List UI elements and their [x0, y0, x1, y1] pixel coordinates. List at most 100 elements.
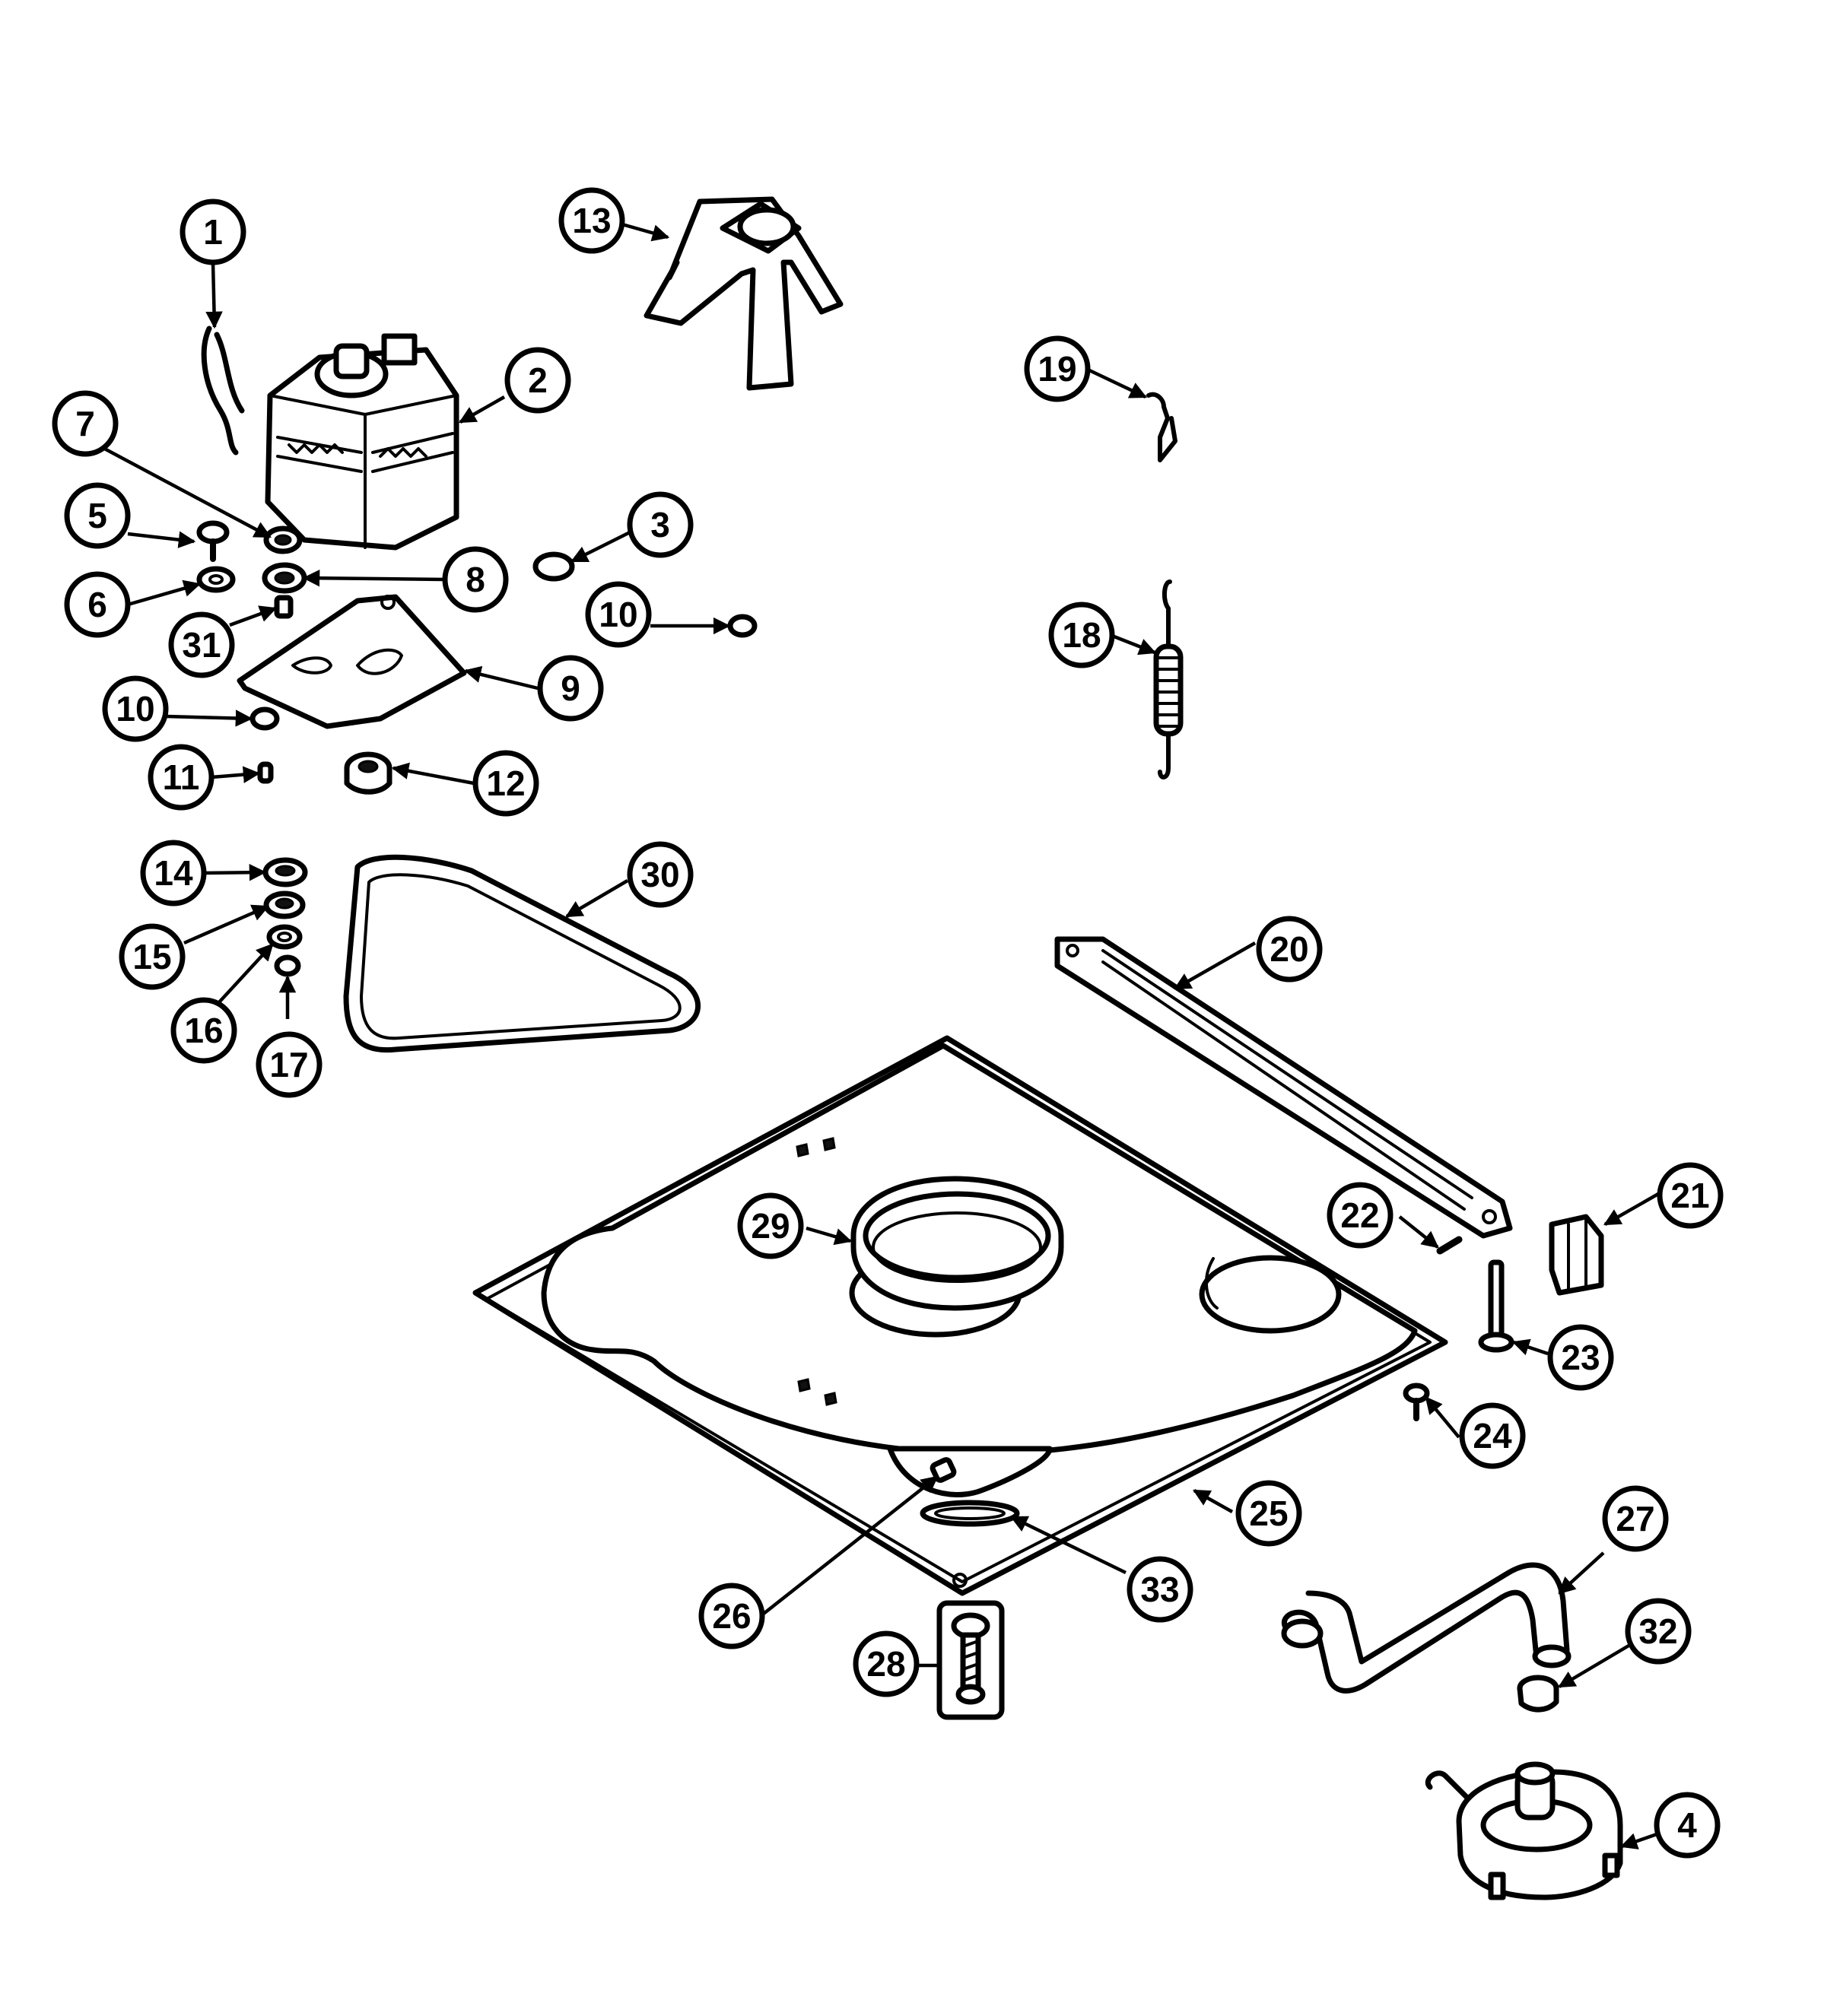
part-31-sleeve: [274, 595, 294, 619]
callout-8: 8: [442, 546, 509, 613]
svg-text:31: 31: [182, 625, 221, 665]
callout-26: 26: [698, 1583, 765, 1649]
svg-text:6: 6: [87, 585, 107, 624]
svg-text:14: 14: [154, 853, 193, 893]
svg-text:26: 26: [712, 1596, 751, 1636]
svg-text:11: 11: [163, 757, 200, 797]
part-28-screw-box: [936, 1600, 1005, 1720]
part-15-washer: [263, 891, 306, 919]
part-6-washer: [196, 566, 236, 593]
part-2-motor: [265, 333, 459, 551]
svg-text:19: 19: [1038, 349, 1076, 389]
callout-4: 4: [1654, 1792, 1721, 1859]
part-20-strap: [1054, 936, 1513, 1239]
part-5-screw: [196, 520, 230, 562]
callout-29: 29: [737, 1192, 804, 1259]
callout-23: 23: [1547, 1324, 1614, 1391]
svg-text:29: 29: [751, 1206, 790, 1246]
callout-6: 6: [64, 571, 131, 638]
callout-11: 11: [148, 744, 215, 811]
callout-14: 14: [140, 840, 207, 906]
callout-7: 7: [52, 390, 119, 457]
svg-text:9: 9: [561, 668, 580, 708]
part-21-bracket: [1549, 1214, 1604, 1296]
svg-text:32: 32: [1638, 1611, 1677, 1651]
svg-text:12: 12: [486, 764, 525, 803]
callout-17: 17: [256, 1031, 323, 1098]
part-27-hose: [1281, 1562, 1572, 1694]
callout-19: 19: [1024, 335, 1091, 402]
svg-text:25: 25: [1249, 1494, 1288, 1533]
callout-10-left: 10: [102, 675, 169, 742]
part-14-washer: [262, 857, 308, 887]
svg-text:13: 13: [572, 201, 611, 240]
part-9-mounting-plate: [237, 594, 467, 729]
part-8-grommet: [262, 562, 307, 594]
svg-text:2: 2: [528, 360, 548, 400]
callout-9: 9: [537, 655, 604, 722]
svg-text:10: 10: [599, 595, 637, 634]
callout-33: 33: [1127, 1556, 1193, 1623]
part-29-ring: [850, 1176, 1064, 1311]
svg-text:22: 22: [1340, 1195, 1379, 1235]
callout-22: 22: [1327, 1182, 1394, 1249]
callout-32: 32: [1625, 1598, 1692, 1665]
callout-16: 16: [170, 997, 237, 1064]
svg-text:27: 27: [1616, 1499, 1654, 1538]
part-11-pin: [257, 761, 274, 784]
part-16-washer: [266, 924, 303, 950]
callout-18: 18: [1048, 602, 1115, 668]
svg-text:18: 18: [1062, 615, 1101, 655]
part-1-wire-clip: [201, 325, 245, 456]
part-7-bushing: [263, 525, 303, 554]
callout-21: 21: [1657, 1162, 1724, 1229]
callout-13: 13: [558, 187, 625, 254]
svg-text:1: 1: [203, 212, 223, 252]
svg-text:16: 16: [184, 1011, 223, 1050]
part-10-nut-right: [727, 614, 758, 638]
callout-3: 3: [627, 491, 694, 558]
callout-2: 2: [504, 347, 571, 414]
callout-1: 1: [180, 198, 246, 265]
svg-text:17: 17: [269, 1045, 308, 1084]
part-19-hook: [1146, 392, 1177, 462]
part-17-nut: [274, 954, 301, 977]
svg-text:10: 10: [116, 689, 154, 729]
svg-text:4: 4: [1677, 1805, 1697, 1845]
part-18-spring: [1153, 579, 1184, 779]
part-23-bolt: [1478, 1259, 1514, 1353]
leader-lines: [96, 222, 1660, 1849]
svg-text:30: 30: [640, 855, 679, 894]
svg-text:21: 21: [1670, 1176, 1709, 1215]
svg-text:28: 28: [866, 1644, 905, 1684]
callout-30: 30: [627, 841, 694, 908]
svg-text:5: 5: [87, 496, 107, 535]
part-30-belt: [343, 854, 701, 1053]
callout-27: 27: [1602, 1485, 1669, 1552]
callout-20: 20: [1256, 916, 1323, 983]
part-24-screw: [1403, 1383, 1430, 1421]
part-10-nut-left: [249, 706, 280, 731]
part-13-brace: [644, 196, 844, 391]
part-32-clamp: [1517, 1675, 1559, 1713]
part-26-fitting: [930, 1457, 957, 1483]
svg-text:23: 23: [1561, 1338, 1600, 1377]
callout-24: 24: [1459, 1402, 1526, 1469]
part-3-cap: [532, 551, 575, 582]
part-12-bushing: [344, 751, 392, 795]
callout-12: 12: [472, 750, 539, 817]
callout-25: 25: [1235, 1480, 1302, 1547]
svg-text:33: 33: [1140, 1570, 1179, 1609]
callout-28: 28: [853, 1630, 920, 1697]
svg-text:15: 15: [132, 937, 171, 976]
svg-text:20: 20: [1270, 929, 1308, 969]
part-22-pin: [1436, 1236, 1463, 1255]
callout-5: 5: [64, 482, 131, 549]
part-4-pump: [1425, 1761, 1623, 1900]
callout-10-right: 10: [585, 581, 652, 648]
svg-text:24: 24: [1473, 1416, 1512, 1456]
svg-text:7: 7: [75, 404, 95, 443]
svg-text:3: 3: [650, 505, 670, 544]
svg-text:8: 8: [466, 560, 485, 599]
